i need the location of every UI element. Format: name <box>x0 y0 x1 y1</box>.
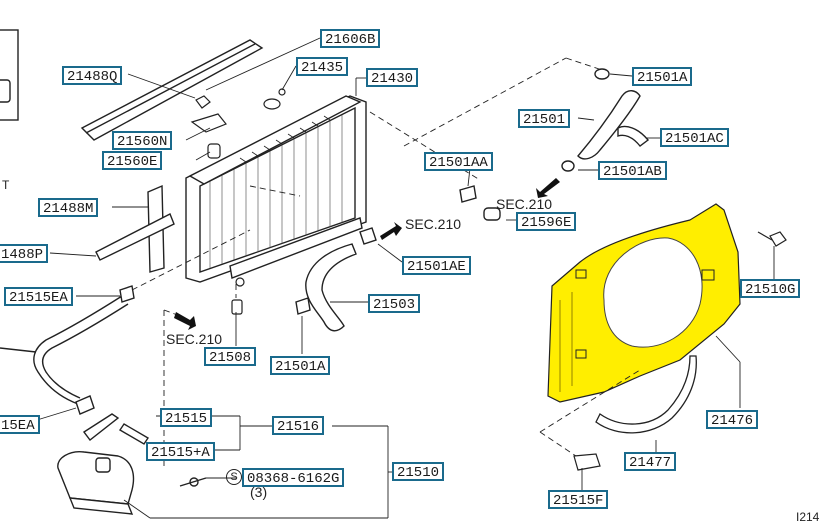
label-21560n[interactable]: 21560N <box>112 131 173 150</box>
label-21501ab[interactable]: 21501AB <box>598 161 667 180</box>
quantity-note: (3) <box>250 484 268 500</box>
fan-shroud <box>547 203 741 403</box>
label-21508[interactable]: 21508 <box>204 347 257 366</box>
sec-ref-a[interactable]: SEC.210 <box>405 216 462 232</box>
reservoir-tank <box>57 413 207 515</box>
label-21488q[interactable]: 21488Q <box>62 66 123 85</box>
edge-letter: T <box>2 178 10 192</box>
label-21501ac[interactable]: 21501AC <box>660 128 729 147</box>
label-21488p[interactable]: 1488P <box>0 244 49 263</box>
diagram-code: I214 <box>796 510 820 522</box>
label-21596e[interactable]: 21596E <box>516 212 577 231</box>
label-21560e[interactable]: 21560E <box>102 151 163 170</box>
label-21435[interactable]: 21435 <box>296 57 349 76</box>
sec-arrows <box>174 178 560 330</box>
label-21515ea-top[interactable]: 21515EA <box>4 287 73 306</box>
label-21510[interactable]: 21510 <box>392 462 445 481</box>
overflow-hose <box>0 285 135 415</box>
label-21430[interactable]: 21430 <box>366 68 419 87</box>
sec-ref-c[interactable]: SEC.210 <box>496 196 553 212</box>
label-21501ae[interactable]: 21501AE <box>402 256 471 275</box>
label-08368-6162g[interactable]: 08368-6162G <box>242 468 345 487</box>
sec-ref-b[interactable]: SEC.210 <box>166 331 223 347</box>
left-edge-part <box>0 29 19 121</box>
side-seal <box>95 184 175 273</box>
label-21476[interactable]: 21476 <box>706 410 759 429</box>
lower-hose <box>295 227 377 332</box>
radiator <box>185 95 367 283</box>
label-21488m[interactable]: 21488M <box>38 198 99 217</box>
label-21501a-top[interactable]: 21501A <box>632 67 693 86</box>
bracket-parts <box>190 88 286 315</box>
upper-hose <box>459 68 650 221</box>
label-21501a-bot[interactable]: 21501A <box>270 356 331 375</box>
label-21606b[interactable]: 21606B <box>320 29 381 48</box>
label-21510g[interactable]: 21510G <box>740 279 801 298</box>
shroud-bolt <box>757 231 787 247</box>
label-21515[interactable]: 21515 <box>160 408 213 427</box>
label-21515ea-bot[interactable]: 15EA <box>0 415 40 434</box>
s-circle-marker: S <box>226 469 242 485</box>
label-21501[interactable]: 21501 <box>518 109 571 128</box>
label-21503[interactable]: 21503 <box>368 294 421 313</box>
label-21477[interactable]: 21477 <box>624 452 677 471</box>
lower-shroud <box>595 355 697 434</box>
label-21515f[interactable]: 21515F <box>548 490 609 509</box>
label-21516[interactable]: 21516 <box>272 416 325 435</box>
clip-21515f <box>573 453 601 471</box>
label-21515a[interactable]: 21515+A <box>146 442 215 461</box>
label-21501aa[interactable]: 21501AA <box>424 152 493 171</box>
